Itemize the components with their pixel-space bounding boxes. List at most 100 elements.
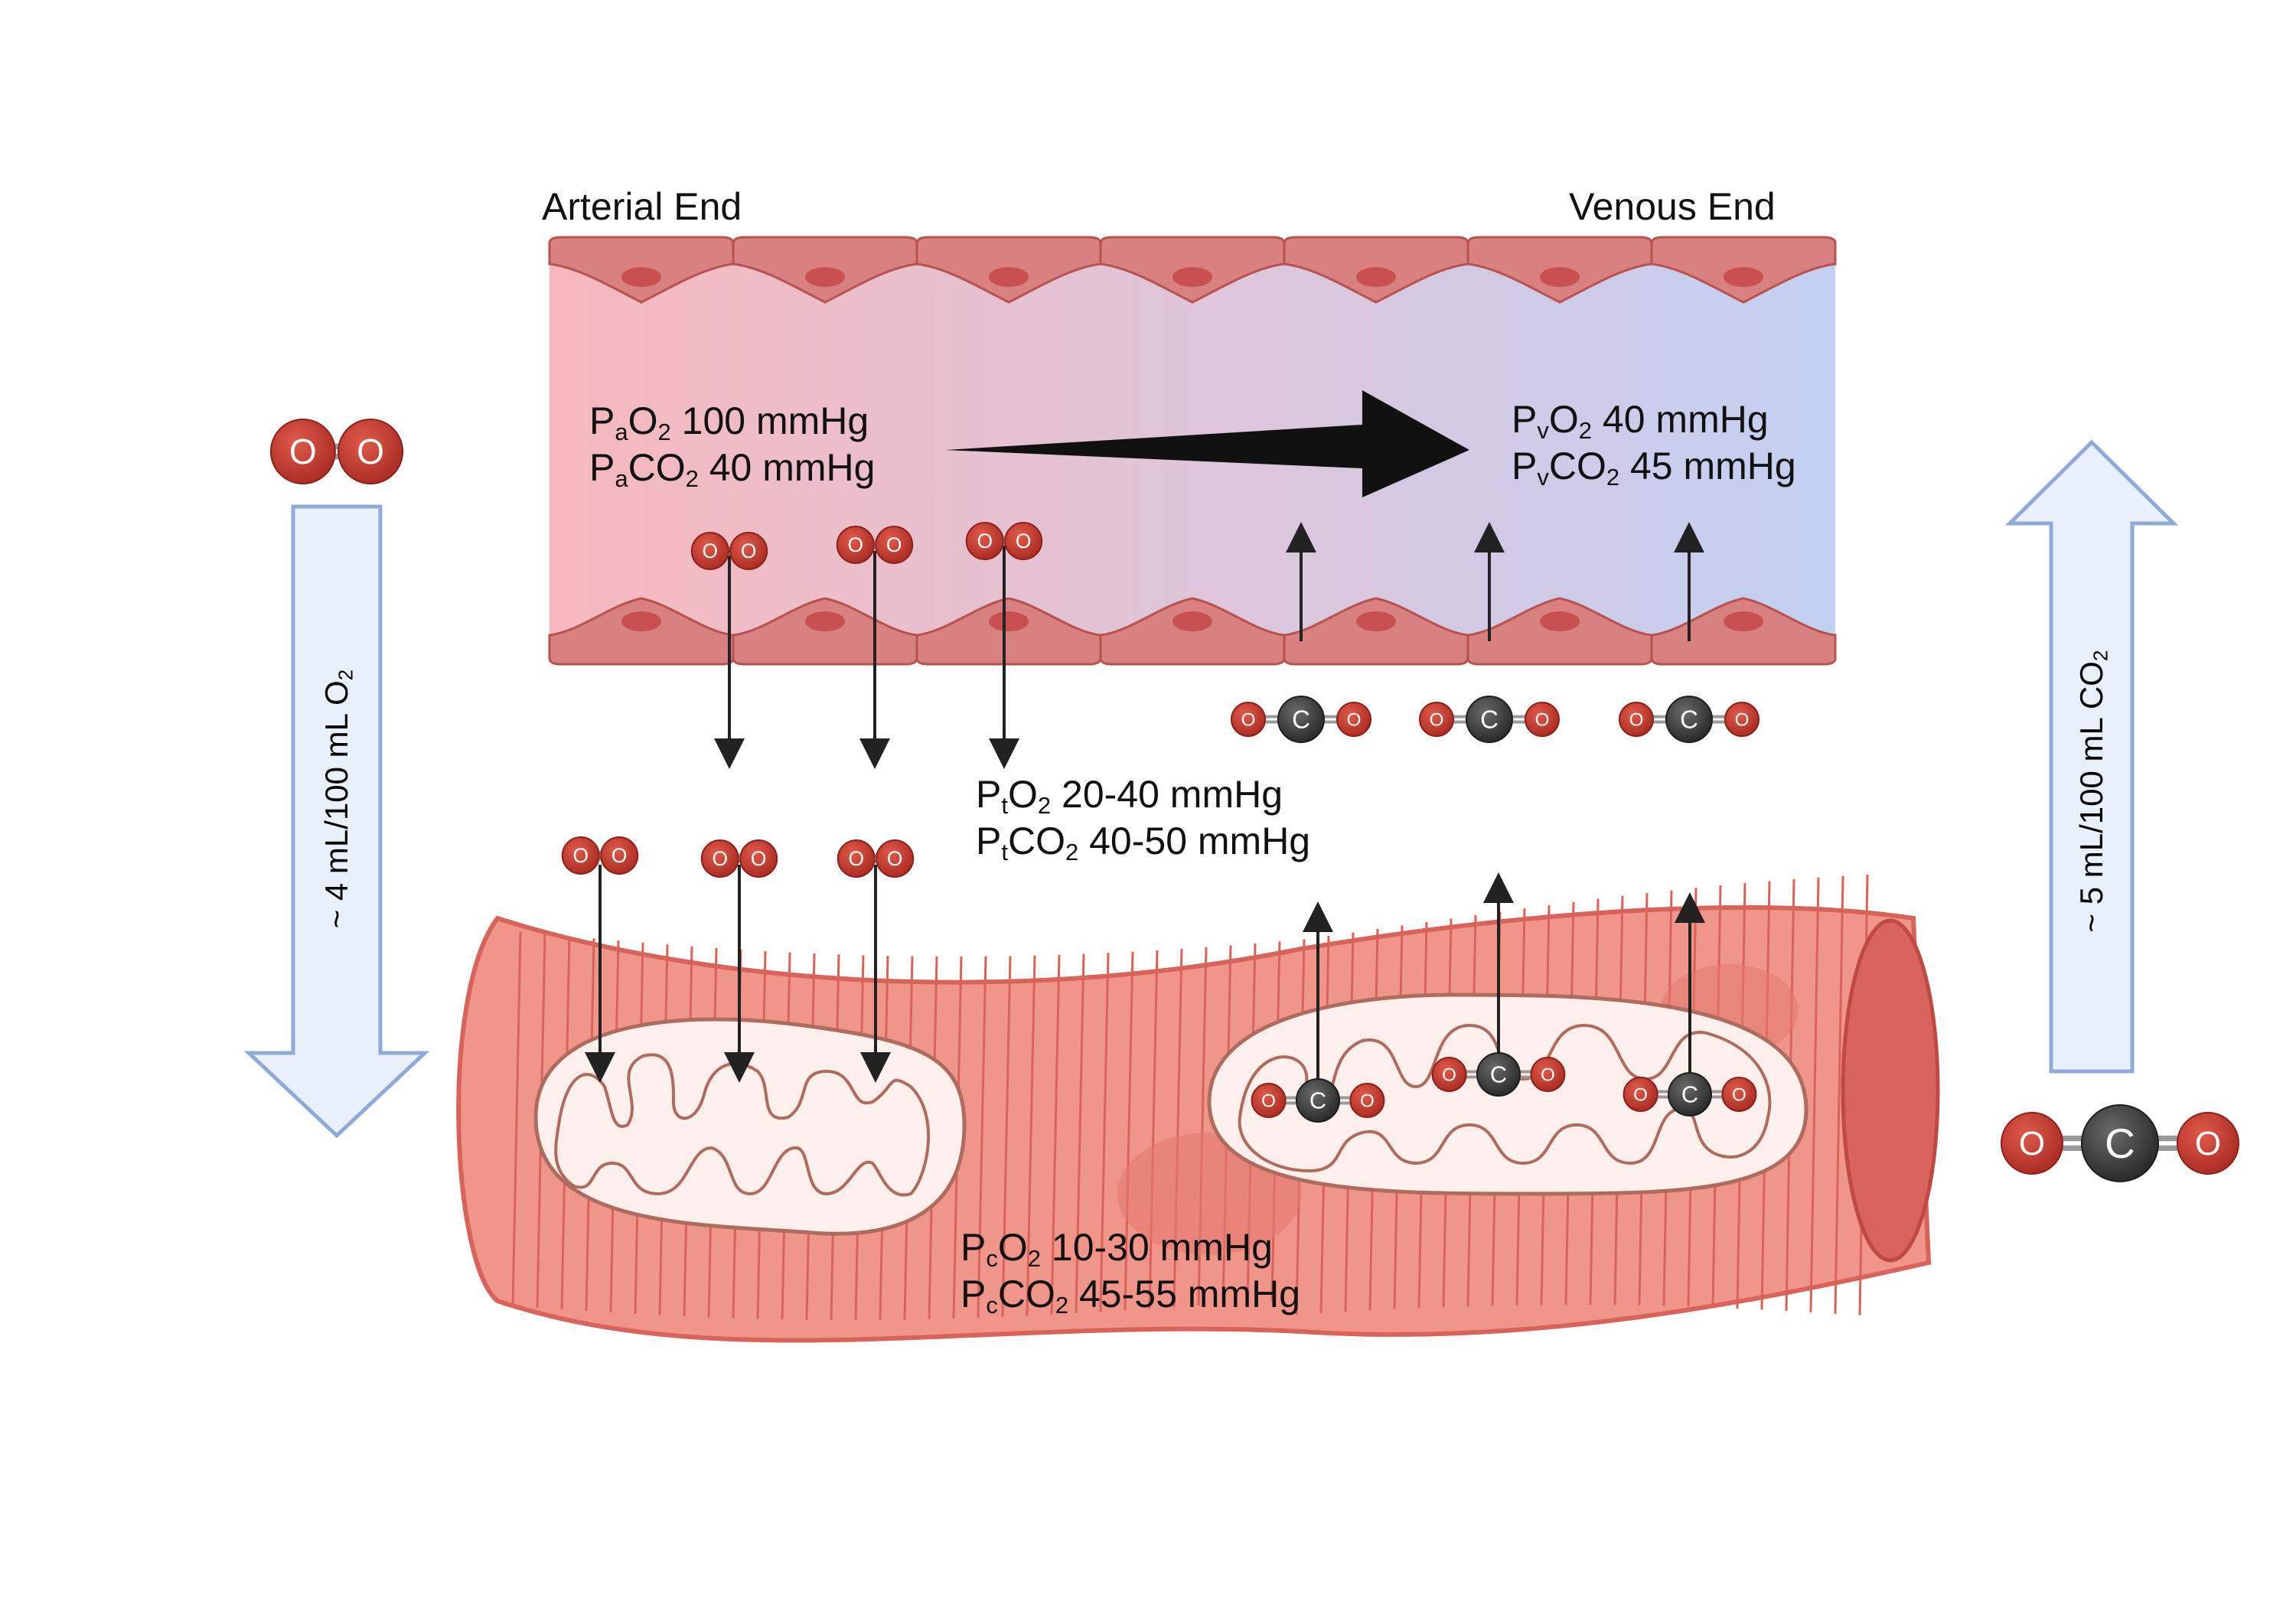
oxygen-symbol: O (887, 847, 903, 870)
carbon-atom (1668, 1072, 1712, 1116)
striation-line (1026, 955, 1036, 1316)
striation-line (1809, 877, 1820, 1312)
oxygen-symbol: O (1241, 709, 1256, 730)
cell-nucleus (1356, 611, 1396, 631)
oxygen-atom (269, 419, 336, 484)
striation-line (1075, 953, 1085, 1314)
oxygen-symbol: O (289, 432, 317, 471)
pv-o2-label: PvO2 40 mmHg (1512, 398, 1769, 444)
oxygen-atom (1336, 702, 1371, 737)
oxygen-symbol: O (1629, 709, 1644, 730)
striation-line (1001, 956, 1012, 1317)
oxygen-atom (1623, 1077, 1658, 1112)
diffusion-arrows (585, 522, 1705, 1094)
arterial-end-label: Arterial End (542, 185, 742, 228)
pa-co2-label: PaCO2 40 mmHg (589, 446, 876, 492)
oxygen-symbol: O (1541, 1064, 1555, 1085)
pc-co2-label: PcCO2 45-55 mmHg (960, 1273, 1300, 1319)
o2-uptake-label: ~ 4 mL/100 mL O2 (318, 669, 357, 929)
oxygen-atom (1231, 702, 1266, 737)
carbon-symbol: C (2105, 1120, 2135, 1167)
oxygen-atom (965, 522, 1004, 560)
striation-line (1834, 875, 1844, 1314)
oxygen-atom (2001, 1112, 2063, 1175)
oxygen-atom (1721, 1077, 1757, 1112)
oxygen-atom (837, 839, 876, 878)
cell-nucleus (1724, 267, 1763, 287)
cell-nucleus (805, 611, 845, 631)
oxygen-atom (1431, 1057, 1467, 1092)
oxygen-atom (1251, 1083, 1287, 1118)
oxygen-symbol: O (713, 847, 729, 870)
oxygen-symbol: O (1442, 1064, 1456, 1085)
oxygen-atom (876, 839, 915, 878)
oxygen-symbol: O (703, 539, 719, 562)
cell-nucleus (989, 611, 1029, 631)
oxygen-symbol: O (612, 844, 628, 867)
oxygen-atom (1619, 702, 1654, 737)
oxygen-atom (1724, 702, 1760, 737)
oxygen-atom (700, 839, 739, 878)
cell-nucleus (621, 611, 661, 631)
oxygen-symbol: O (849, 847, 865, 870)
tissue-pressure-readout: PtO2 20-40 mmHg PtCO2 40-50 mmHg (976, 771, 1310, 865)
oxygen-symbol: O (751, 847, 767, 870)
oxygen-symbol: O (1016, 530, 1032, 553)
carbon-symbol: C (1292, 705, 1310, 733)
oxygen-symbol: O (1347, 709, 1362, 730)
oxygen-symbol: O (1261, 1090, 1276, 1111)
venous-end-label: Venous End (1569, 185, 1776, 228)
oxygen-symbol: O (741, 539, 757, 562)
carbon-atom (1296, 1078, 1340, 1123)
carbon-symbol: C (1480, 705, 1499, 733)
cell-nucleus (1540, 611, 1580, 631)
cell-nucleus (1540, 267, 1580, 287)
oxygen-atom (1349, 1083, 1385, 1118)
cell-nucleus (621, 267, 661, 287)
cell-nucleus (989, 267, 1029, 287)
cell-nucleus (1724, 611, 1763, 631)
oxygen-symbol: O (357, 432, 384, 471)
oxygen-atom (1530, 1057, 1566, 1092)
oxygen-atom (600, 836, 639, 875)
striation-line (1148, 950, 1159, 1309)
muscle-fiber-cross-section (1841, 918, 1940, 1263)
pt-o2-label: PtO2 20-40 mmHg (976, 773, 1283, 819)
carbon-atom (1665, 696, 1713, 743)
pt-co2-label: PtCO2 40-50 mmHg (976, 820, 1311, 865)
co2-release-label: ~ 5 mL/100 mL CO2 (2073, 650, 2112, 933)
oxygen-symbol: O (1360, 1090, 1375, 1111)
cell-pressure-readout: PcO2 10-30 mmHg PcCO2 45-55 mmHg (960, 1224, 1300, 1318)
oxygen-symbol: O (2019, 1125, 2045, 1162)
oxygen-atom (561, 836, 600, 875)
oxygen-symbol: O (977, 530, 993, 553)
oxygen-symbol: O (848, 533, 864, 556)
co2-release-arrow (2004, 439, 2179, 1074)
carbon-atom (1277, 696, 1325, 743)
endothelium-top (548, 236, 1837, 304)
cell-nucleus (1172, 611, 1212, 631)
oxygen-symbol: O (1535, 709, 1550, 730)
endothelium-bottom (548, 597, 1837, 666)
oxygen-atom (739, 839, 778, 878)
oxygen-atom (338, 419, 404, 484)
oxygen-atom (690, 532, 729, 570)
oxygen-atom (2177, 1112, 2239, 1175)
oxygen-atom (729, 532, 768, 570)
carbon-symbol: C (1490, 1061, 1507, 1088)
oxygen-symbol: O (1633, 1084, 1648, 1105)
o2-uptake-arrow (243, 504, 430, 1139)
striation-line (511, 931, 522, 1307)
